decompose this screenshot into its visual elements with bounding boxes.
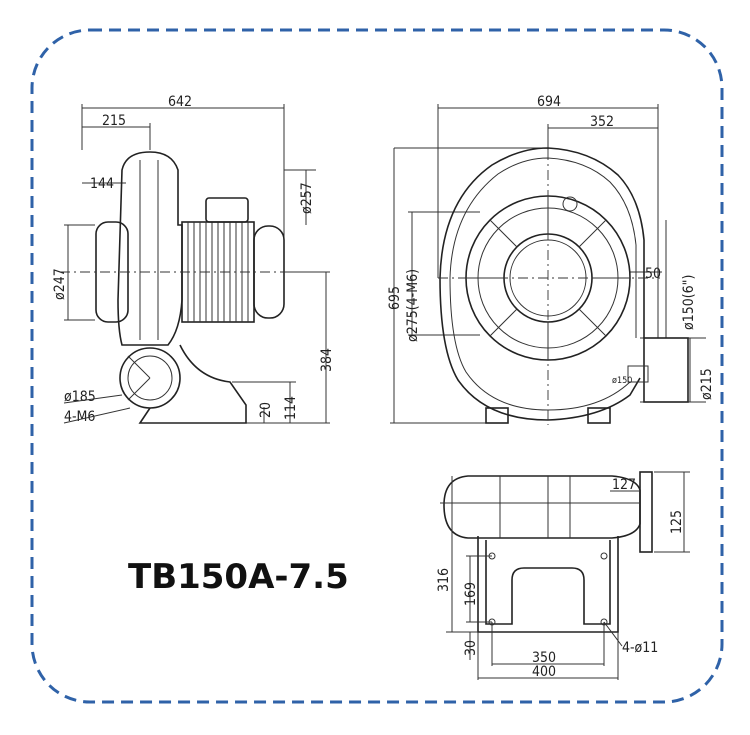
- bottom-view: 127 125 316 169 30 350 400 4-ø11: [436, 471, 690, 680]
- dim-flange-depth: 127: [612, 477, 636, 493]
- side-view: 642 215 144 ø247 ø257 384 114 20: [52, 94, 335, 425]
- dim-motor-diameter: ø257: [299, 182, 315, 214]
- dim-outlet-flange: ø215: [699, 368, 715, 400]
- dim-inlet-offset: 215: [102, 113, 126, 129]
- bottom-housing: [443, 475, 641, 539]
- dim-outlet-diameter: ø185: [64, 389, 96, 405]
- bottom-flange: [639, 471, 653, 553]
- front-view: 694 352 695 ø275(4-M6) 50 ø150(6") ø215: [387, 94, 715, 425]
- dim-center-offset: 352: [590, 114, 614, 130]
- motor-fins: [187, 222, 249, 322]
- dim-mount-holes: 4-ø11: [622, 640, 658, 656]
- dim-base-height: 114: [283, 396, 299, 420]
- dim-flange-offset: 144: [90, 176, 114, 192]
- base-support: [138, 344, 247, 424]
- dim-flange-width: 125: [669, 510, 685, 534]
- dim-base-width: 400: [532, 664, 556, 680]
- dim-base-depth: 316: [436, 568, 452, 592]
- dim-shaft-height: 384: [319, 348, 335, 372]
- bottom-base-frame: [477, 536, 619, 633]
- dim-housing-diameter: ø247: [52, 268, 68, 300]
- mount-hole-2: [600, 552, 608, 560]
- dim-hole-spacing-x: 350: [532, 650, 556, 666]
- dim-hole-spacing-y: 169: [463, 582, 479, 606]
- dim-base-plate: 20: [258, 402, 274, 418]
- volute-outline: [439, 147, 645, 421]
- outlet-stub: [643, 337, 689, 403]
- dim-hole-offset: 30: [463, 640, 479, 656]
- dim-outlet-bore: ø150(6"): [681, 275, 697, 330]
- outlet-tag: ø150: [612, 376, 632, 386]
- front-foot-left: [485, 407, 509, 424]
- dashed-frame: [30, 28, 724, 704]
- terminal-box: [205, 197, 249, 223]
- dim-inlet-bolt-circle: ø275(4-M6): [405, 269, 421, 342]
- dim-overall-width: 642: [168, 94, 192, 110]
- model-title: TB150A-7.5: [128, 557, 349, 597]
- dim-front-overall-width: 694: [537, 94, 561, 110]
- front-foot-right: [587, 407, 611, 424]
- dim-outlet-center: 50: [645, 266, 661, 282]
- dim-front-overall-height: 695: [387, 286, 403, 310]
